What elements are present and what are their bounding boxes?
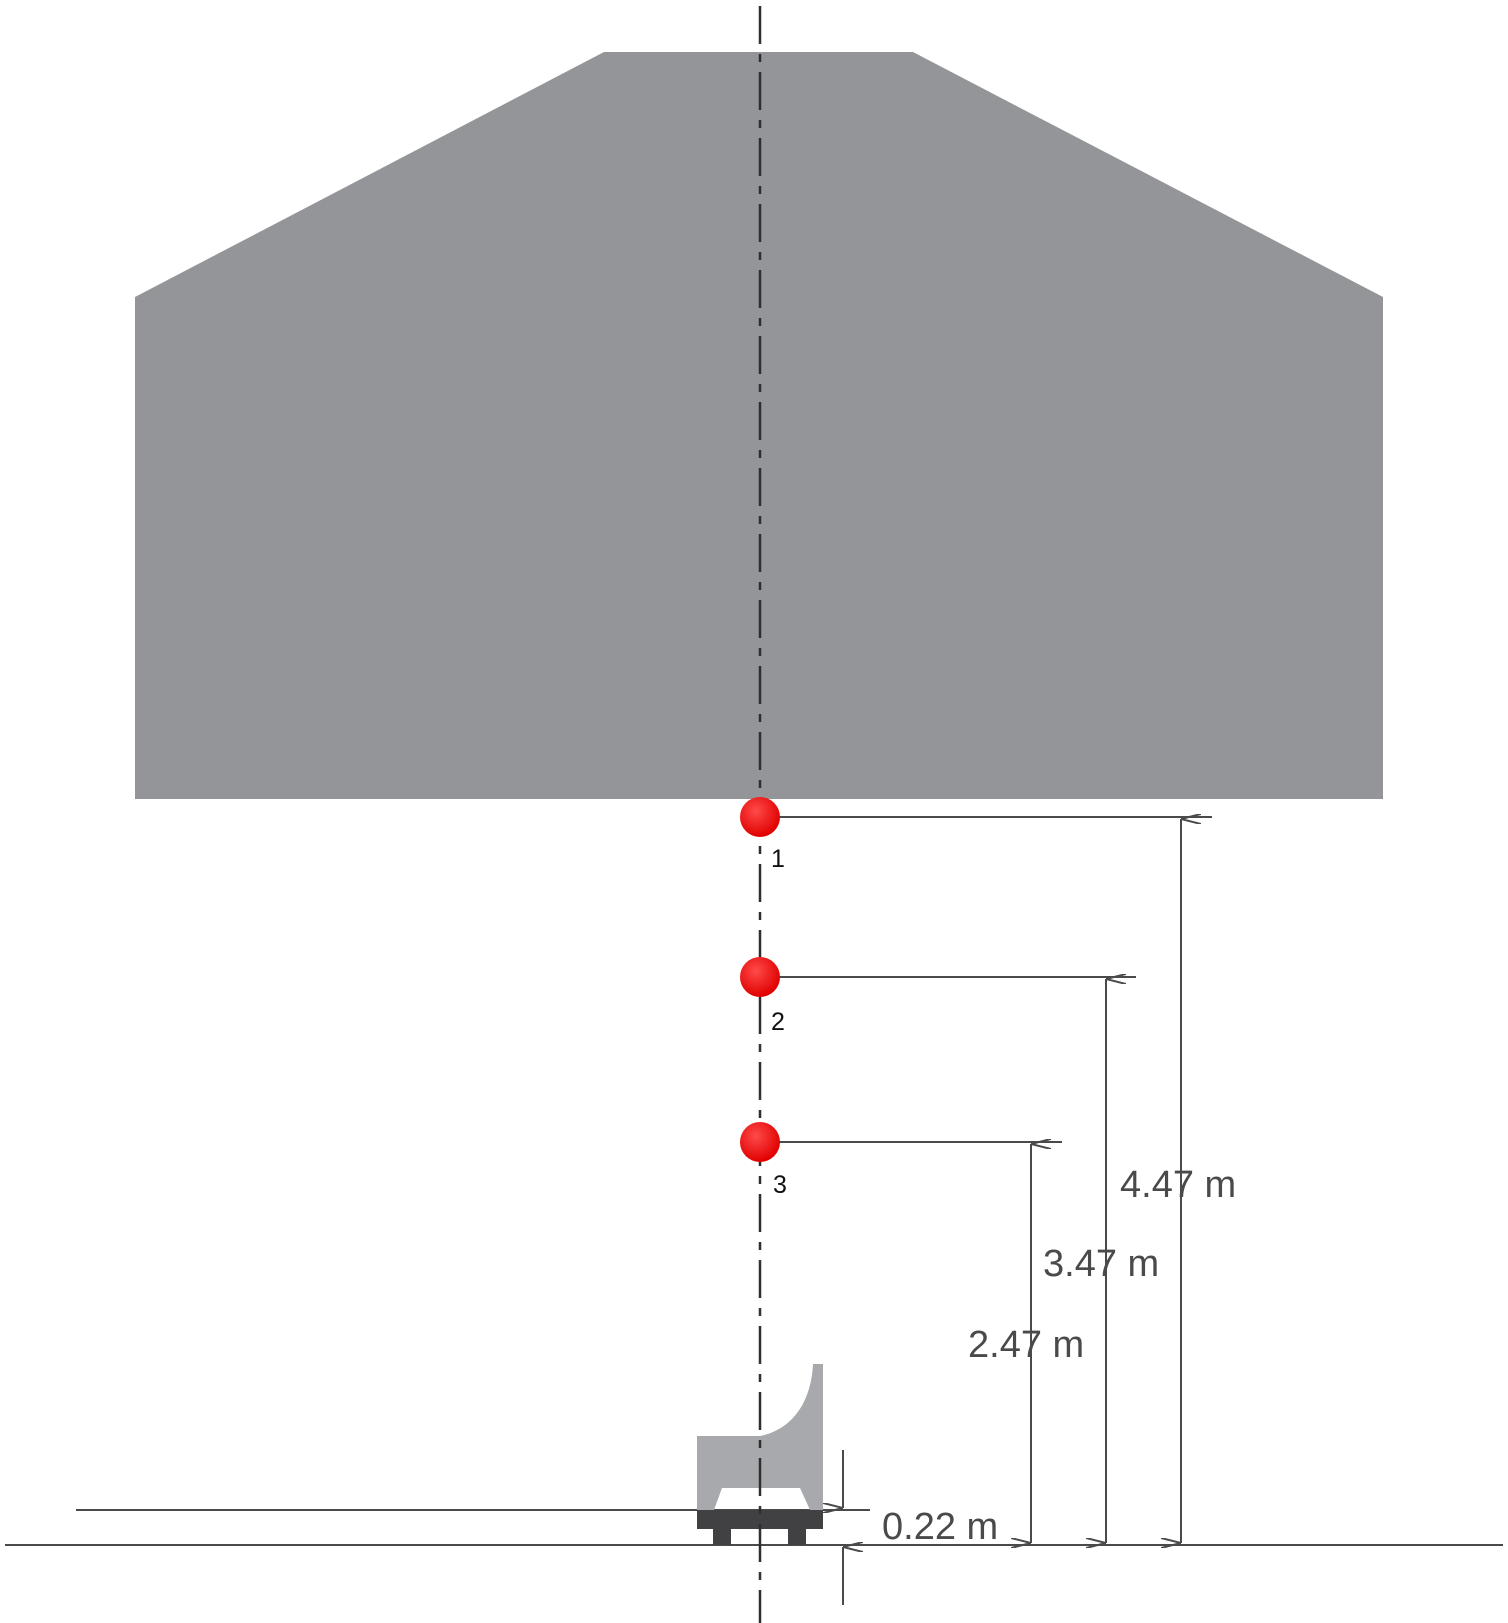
point-2-label: 2 xyxy=(771,1008,785,1036)
dimension-label-2-47: 2.47 m xyxy=(968,1324,1084,1366)
dimension-label-0-22: 0.22 m xyxy=(882,1506,998,1548)
point-1-marker xyxy=(740,797,780,837)
chair-base xyxy=(697,1510,823,1529)
chair-cushion xyxy=(697,1364,823,1510)
point-3-label: 3 xyxy=(773,1171,787,1199)
dimension-label-4-47: 4.47 m xyxy=(1120,1164,1236,1206)
point-1-label: 1 xyxy=(771,845,785,873)
dimension-label-3-47: 3.47 m xyxy=(1043,1243,1159,1285)
point-3-marker xyxy=(740,1122,780,1162)
chair-foot-left xyxy=(713,1529,731,1545)
point-2-marker xyxy=(740,957,780,997)
chair xyxy=(697,1364,823,1545)
chair-foot-right xyxy=(788,1529,806,1545)
